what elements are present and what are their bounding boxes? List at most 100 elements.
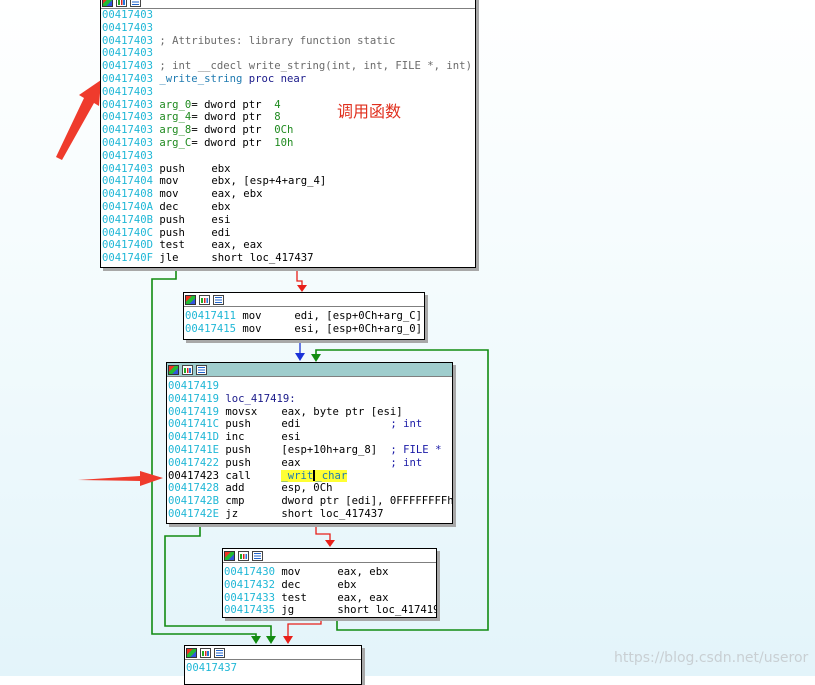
graph-view-icon[interactable]	[200, 647, 211, 658]
operands: eax, eax	[211, 239, 263, 252]
graph-view-icon[interactable]	[238, 550, 249, 561]
mnemonic: mov	[159, 188, 179, 201]
text-view-icon[interactable]	[213, 294, 224, 305]
color-palette-icon[interactable]	[102, 0, 113, 7]
code-line[interactable]: 00417403 arg_C= dword ptr 10h	[101, 137, 475, 150]
text-view-icon[interactable]	[196, 364, 207, 375]
code-line[interactable]: 00417403	[101, 86, 475, 99]
text-view-icon[interactable]	[252, 550, 263, 561]
code-line[interactable]: 00417403	[101, 9, 475, 22]
arg-def: = dword ptr	[191, 136, 275, 149]
code-line[interactable]: 00417403	[101, 22, 475, 35]
address: 00417419	[168, 380, 220, 392]
code-line[interactable]: 00417403 ; int __cdecl write_string(int,…	[101, 60, 475, 73]
mnemonic: push	[159, 162, 185, 175]
exit-node[interactable]: 00417437	[184, 645, 362, 685]
code-line[interactable]: 00417403	[101, 150, 475, 163]
proc-name[interactable]: _write_string	[159, 72, 243, 85]
graph-view-icon[interactable]	[116, 0, 127, 7]
operands: ebx	[211, 200, 231, 213]
address: 00417419	[168, 405, 220, 418]
operands[interactable]: short loc_417437	[211, 252, 314, 265]
edge-n1-n5-arrowhead	[251, 636, 261, 644]
code-line[interactable]: 00417403	[101, 47, 475, 60]
code-line[interactable]: 00417403 arg_8= dword ptr 0Ch	[101, 124, 475, 137]
loop-label[interactable]: loc_417419:	[225, 392, 296, 405]
code-line[interactable]: 0041741E push[esp+10h+arg_8]; FILE *	[167, 444, 452, 457]
operands: esi	[211, 213, 231, 226]
arg-def: = dword ptr	[191, 98, 275, 111]
call-target-part: _char	[315, 469, 348, 482]
watermark: https://blog.csdn.net/useror	[614, 650, 809, 666]
graph-view-icon[interactable]	[199, 294, 210, 305]
color-palette-icon[interactable]	[186, 647, 197, 658]
mnemonic: push	[225, 456, 251, 469]
arg-def: = dword ptr	[191, 124, 275, 137]
operands: ebx	[337, 578, 357, 591]
function-header-node[interactable]: 00417403 00417403 00417403 ; Attributes:…	[100, 0, 476, 268]
operands[interactable]: short loc_417437	[281, 507, 384, 520]
loop-body-node[interactable]: 00417419 00417419 loc_417419: 00417419 m…	[166, 362, 453, 524]
color-palette-icon[interactable]	[185, 294, 196, 305]
mnemonic: cmp	[225, 495, 245, 508]
mnemonic: push	[225, 443, 251, 456]
address: 00417403	[102, 111, 154, 124]
operands: edi	[281, 418, 301, 431]
proc-keyword: proc near	[242, 72, 307, 85]
text-view-icon[interactable]	[130, 0, 141, 7]
operands[interactable]: short loc_417419	[337, 604, 437, 617]
edge-n4-n5-arrowhead	[283, 636, 293, 644]
color-palette-icon[interactable]	[168, 364, 179, 375]
code-line[interactable]: 00417419	[167, 380, 452, 393]
node-code: 00417437	[185, 660, 361, 675]
type-comment: ; FILE *	[390, 443, 442, 456]
code-line[interactable]: 00417403 arg_4= dword ptr 8	[101, 111, 475, 124]
code-line-selected[interactable]: 00417423 call_writ_char	[167, 469, 452, 483]
arg-name[interactable]: arg_8	[159, 124, 192, 137]
graph-view-icon[interactable]	[182, 364, 193, 375]
code-line[interactable]: 00417403 _write_string proc near	[101, 73, 475, 86]
edge-n4-n5	[287, 616, 322, 640]
address: 00417430	[224, 566, 276, 578]
edge-n3-n4	[315, 524, 331, 544]
arg-name[interactable]: arg_4	[159, 111, 192, 124]
code-line[interactable]: 00417403 arg_0= dword ptr 4	[101, 99, 475, 112]
call-target-highlight[interactable]: _writ_char	[281, 469, 348, 482]
mnemonic: mov	[281, 566, 301, 578]
arg-name[interactable]: arg_C	[159, 136, 192, 149]
code-line[interactable]: 00417437	[185, 662, 361, 675]
code-line[interactable]: 00417403 ; Attributes: library function …	[101, 35, 475, 48]
node-titlebar	[185, 646, 361, 660]
address: 0041741D	[168, 431, 220, 444]
color-palette-icon[interactable]	[224, 550, 235, 561]
code-line[interactable]: 00417419 loc_417419:	[167, 393, 452, 406]
mnemonic: add	[225, 482, 245, 495]
arg-name[interactable]: arg_0	[159, 98, 192, 111]
address: 00417435	[224, 604, 276, 617]
address: 0041741E	[168, 443, 220, 456]
text-view-icon[interactable]	[214, 647, 225, 658]
